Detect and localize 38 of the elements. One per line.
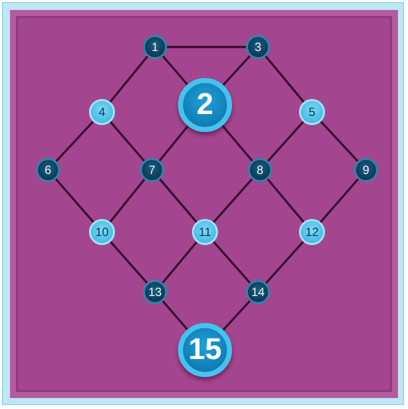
connector-line	[55, 120, 94, 162]
connector-line	[158, 125, 189, 162]
connector-line	[162, 241, 198, 284]
node-number: 10	[95, 226, 109, 238]
node-number: 9	[362, 164, 370, 176]
node-number: 11	[198, 226, 212, 238]
connector-line	[162, 300, 188, 330]
connector-line	[264, 56, 305, 103]
connector-line	[222, 124, 254, 162]
node-number: 1	[152, 41, 158, 53]
connector-line	[212, 241, 251, 284]
node-number: 8	[256, 164, 264, 176]
connector-line	[222, 55, 251, 86]
connector-line	[265, 240, 304, 284]
connector-line	[212, 178, 253, 223]
node-number: 5	[308, 106, 316, 118]
node-number: 6	[44, 164, 52, 176]
node-number: 2	[196, 90, 214, 120]
node-number: 4	[98, 106, 106, 118]
node-number: 13	[148, 286, 162, 298]
connector-line	[110, 121, 145, 162]
connector-line	[320, 178, 359, 223]
node-number: 3	[254, 41, 262, 53]
node-number: 15	[188, 335, 222, 365]
connector-line	[266, 178, 304, 223]
connector-line	[109, 178, 146, 223]
connector-line	[167, 46, 246, 48]
connector-line	[109, 56, 148, 103]
connector-line	[158, 178, 198, 223]
connector-line	[267, 120, 304, 162]
node-number: 7	[148, 164, 156, 176]
node-number: 12	[305, 226, 319, 238]
connector-line	[110, 241, 148, 284]
connector-line	[222, 300, 251, 331]
connector-line	[162, 55, 188, 86]
connector-line	[55, 178, 94, 223]
node-number: 14	[251, 286, 265, 298]
connector-line	[320, 120, 359, 162]
